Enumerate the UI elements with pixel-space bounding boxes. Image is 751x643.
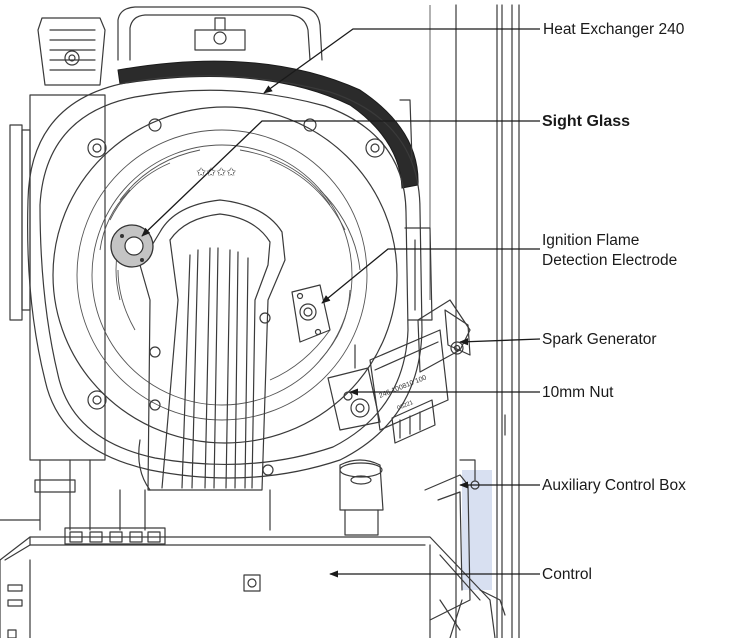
- leader-lines: [141, 28, 541, 578]
- fan-housing: [117, 6, 419, 189]
- svg-text:✩✩✩✩: ✩✩✩✩: [196, 165, 236, 179]
- auxiliary-control-box: [424, 459, 492, 621]
- label-aux-control-box: Auxiliary Control Box: [542, 477, 686, 494]
- label-sight-glass: Sight Glass: [542, 113, 630, 130]
- leader-spark-generator: [459, 338, 541, 346]
- leader-sight-glass: [141, 120, 540, 237]
- marking-line-2: 06221: [397, 400, 415, 412]
- label-heat-exchanger: Heat Exchanger 240: [543, 21, 685, 38]
- ignition-electrode: [291, 284, 331, 343]
- callout-labels: Heat Exchanger 240 Sight Glass Ignition …: [542, 21, 686, 583]
- cabinet-frame: [429, 4, 520, 639]
- label-spark-generator: Spark Generator: [542, 331, 657, 348]
- leader-ignition-electrode: [321, 248, 540, 304]
- marking-line-1: 246 100810 100: [378, 374, 428, 399]
- label-control: Control: [542, 566, 592, 583]
- label-nut: 10mm Nut: [542, 384, 614, 401]
- label-ignition-line1: Ignition Flame: [542, 232, 639, 249]
- spark-generator: 246 100810 100 06221: [369, 299, 471, 444]
- lower-fittings: [119, 459, 384, 536]
- control-housing: [0, 527, 506, 639]
- label-ignition-line2: Detection Electrode: [542, 252, 677, 269]
- burner-manifold: [138, 199, 286, 491]
- gas-valve-assembly: [0, 17, 106, 531]
- heat-exchanger: ✩✩✩✩: [27, 75, 433, 479]
- mounting-bolts: [87, 118, 385, 418]
- leader-heat-exchanger: [263, 28, 540, 94]
- nut-bracket: [327, 344, 381, 431]
